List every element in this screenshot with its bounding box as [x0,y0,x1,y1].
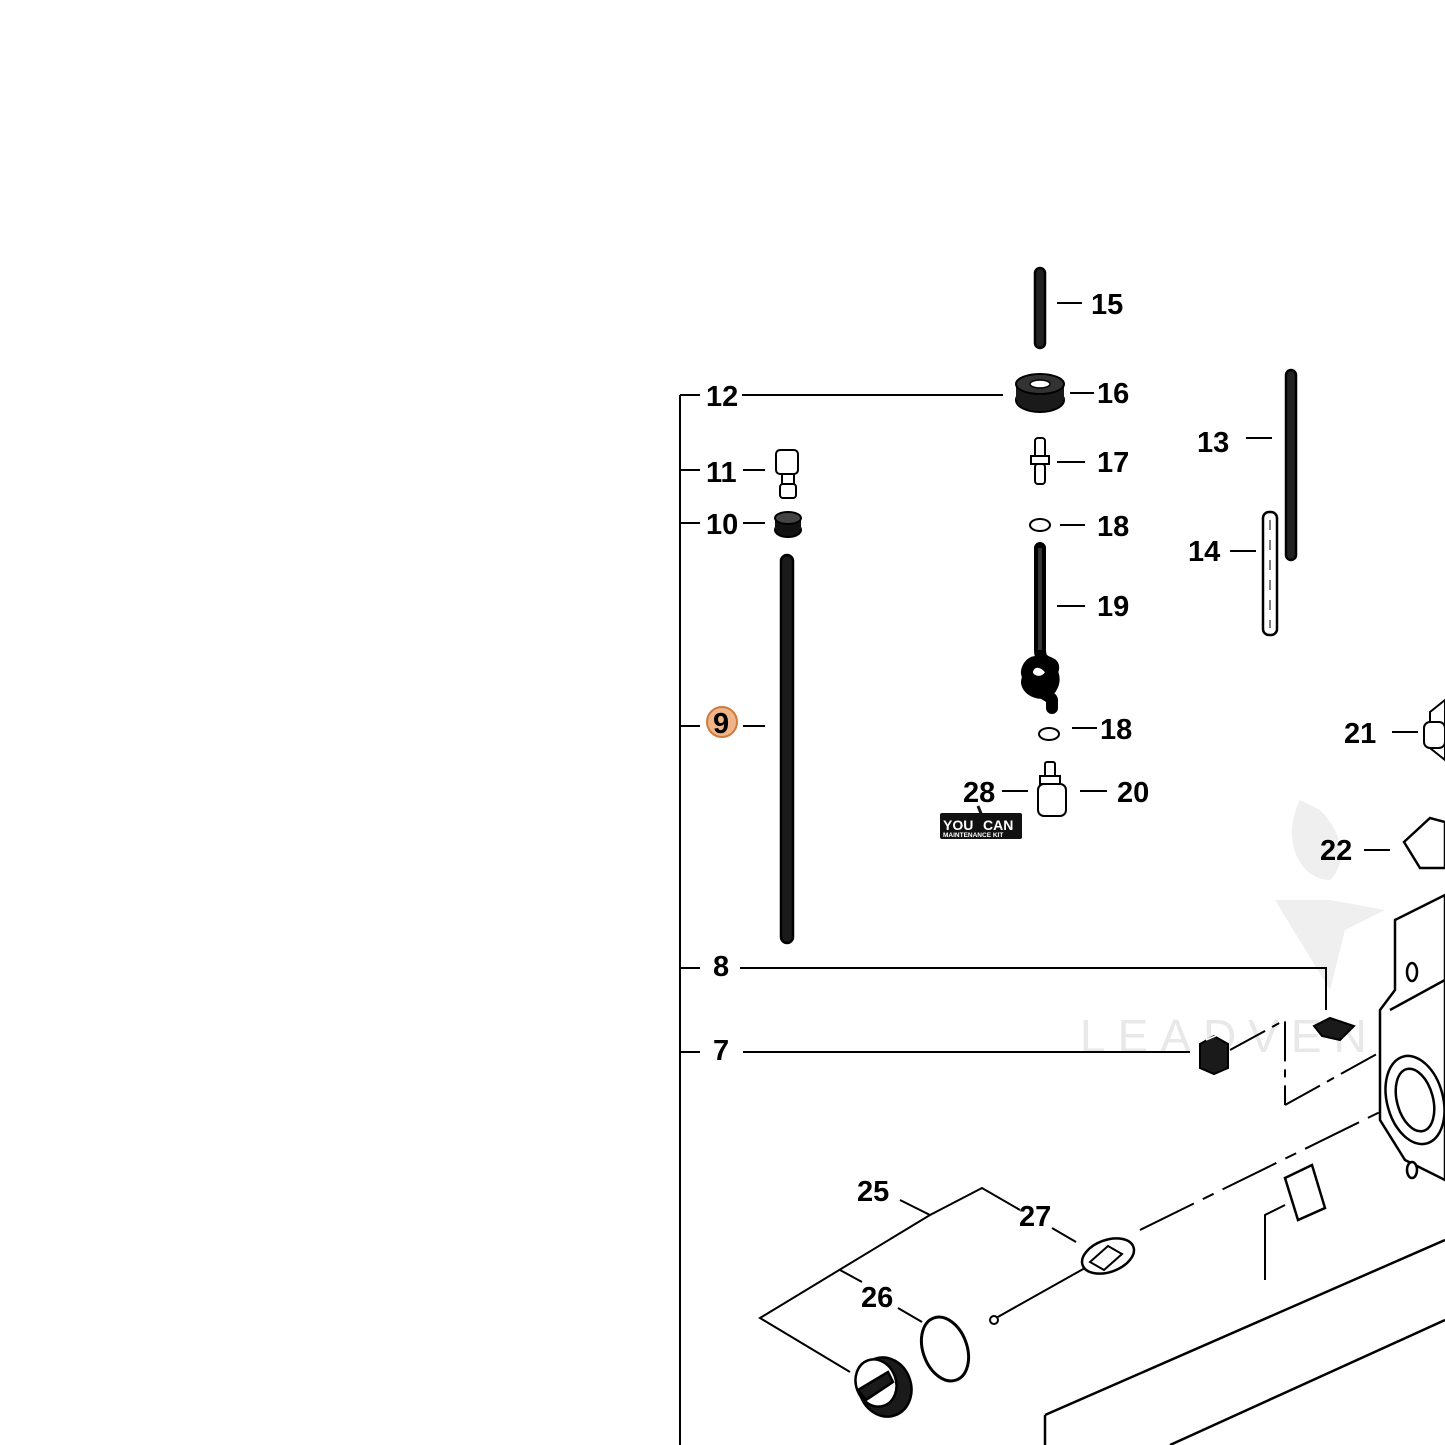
callout-27: 27 [1019,1201,1051,1233]
callout-20: 20 [1117,777,1149,809]
part-15-rod [1033,266,1047,350]
part-11-fitting [775,449,799,499]
watermark: LEADVENT [1080,800,1419,1062]
part-14-tube [1261,510,1279,637]
callout-13: 13 [1197,427,1229,459]
callout-11: 11 [706,457,737,489]
callout-12: 12 [706,381,738,413]
callout-18-top: 18 [1097,511,1129,543]
callout-16: 16 [1097,378,1129,410]
part-25-cap [854,1356,913,1418]
kit-badge-you: YOU [943,817,973,833]
callout-21: 21 [1344,718,1376,750]
part-13-rod [1284,368,1298,562]
part-18-o-ring-top [1029,518,1051,532]
callout-14: 14 [1188,536,1220,568]
tank-housing [1043,893,1445,1445]
callout-7: 7 [713,1035,729,1067]
callout-15: 15 [1091,289,1123,321]
callout-9-highlight [706,706,738,738]
callout-28: 28 [963,777,995,809]
part-26-o-ring [919,1315,971,1383]
callout-18-bottom: 18 [1100,714,1132,746]
callouts: 15 16 17 18 19 18 20 28 13 14 21 22 12 1… [706,289,1376,1314]
kit-badge-28: YOU CAN MAINTENANCE KIT [940,805,1022,839]
watermark-text: LEADVENT [1080,1010,1419,1062]
part-19-fuel-hose [1021,542,1060,714]
gasket-strip [1283,1163,1327,1222]
part-21-vent [1423,698,1445,762]
kit-badge-can: CAN [983,817,1013,833]
callout-25: 25 [857,1176,889,1208]
kit-badge-line2: MAINTENANCE KIT [943,832,1003,839]
part-27-strainer [989,1237,1136,1325]
callout-26: 26 [861,1282,893,1314]
callout-22: 22 [1320,835,1352,867]
part-17-fitting [1030,437,1050,485]
part-9-hose [779,553,795,945]
part-8-elbow [1312,1016,1356,1042]
part-16-grommet [1015,373,1065,413]
callout-8: 8 [713,951,729,983]
callout-10: 10 [706,509,738,541]
part-18-o-ring-bottom [1038,727,1060,741]
callout-19: 19 [1097,591,1129,623]
part-10-grommet [774,511,802,538]
parts: YOU CAN MAINTENANCE KIT [774,266,1445,1445]
part-7-block [1199,1033,1229,1076]
callout-9: 9 [713,708,729,740]
callout-17: 17 [1097,447,1129,479]
part-20-pickup-body [1037,761,1067,817]
part-22-cap [1402,816,1445,870]
